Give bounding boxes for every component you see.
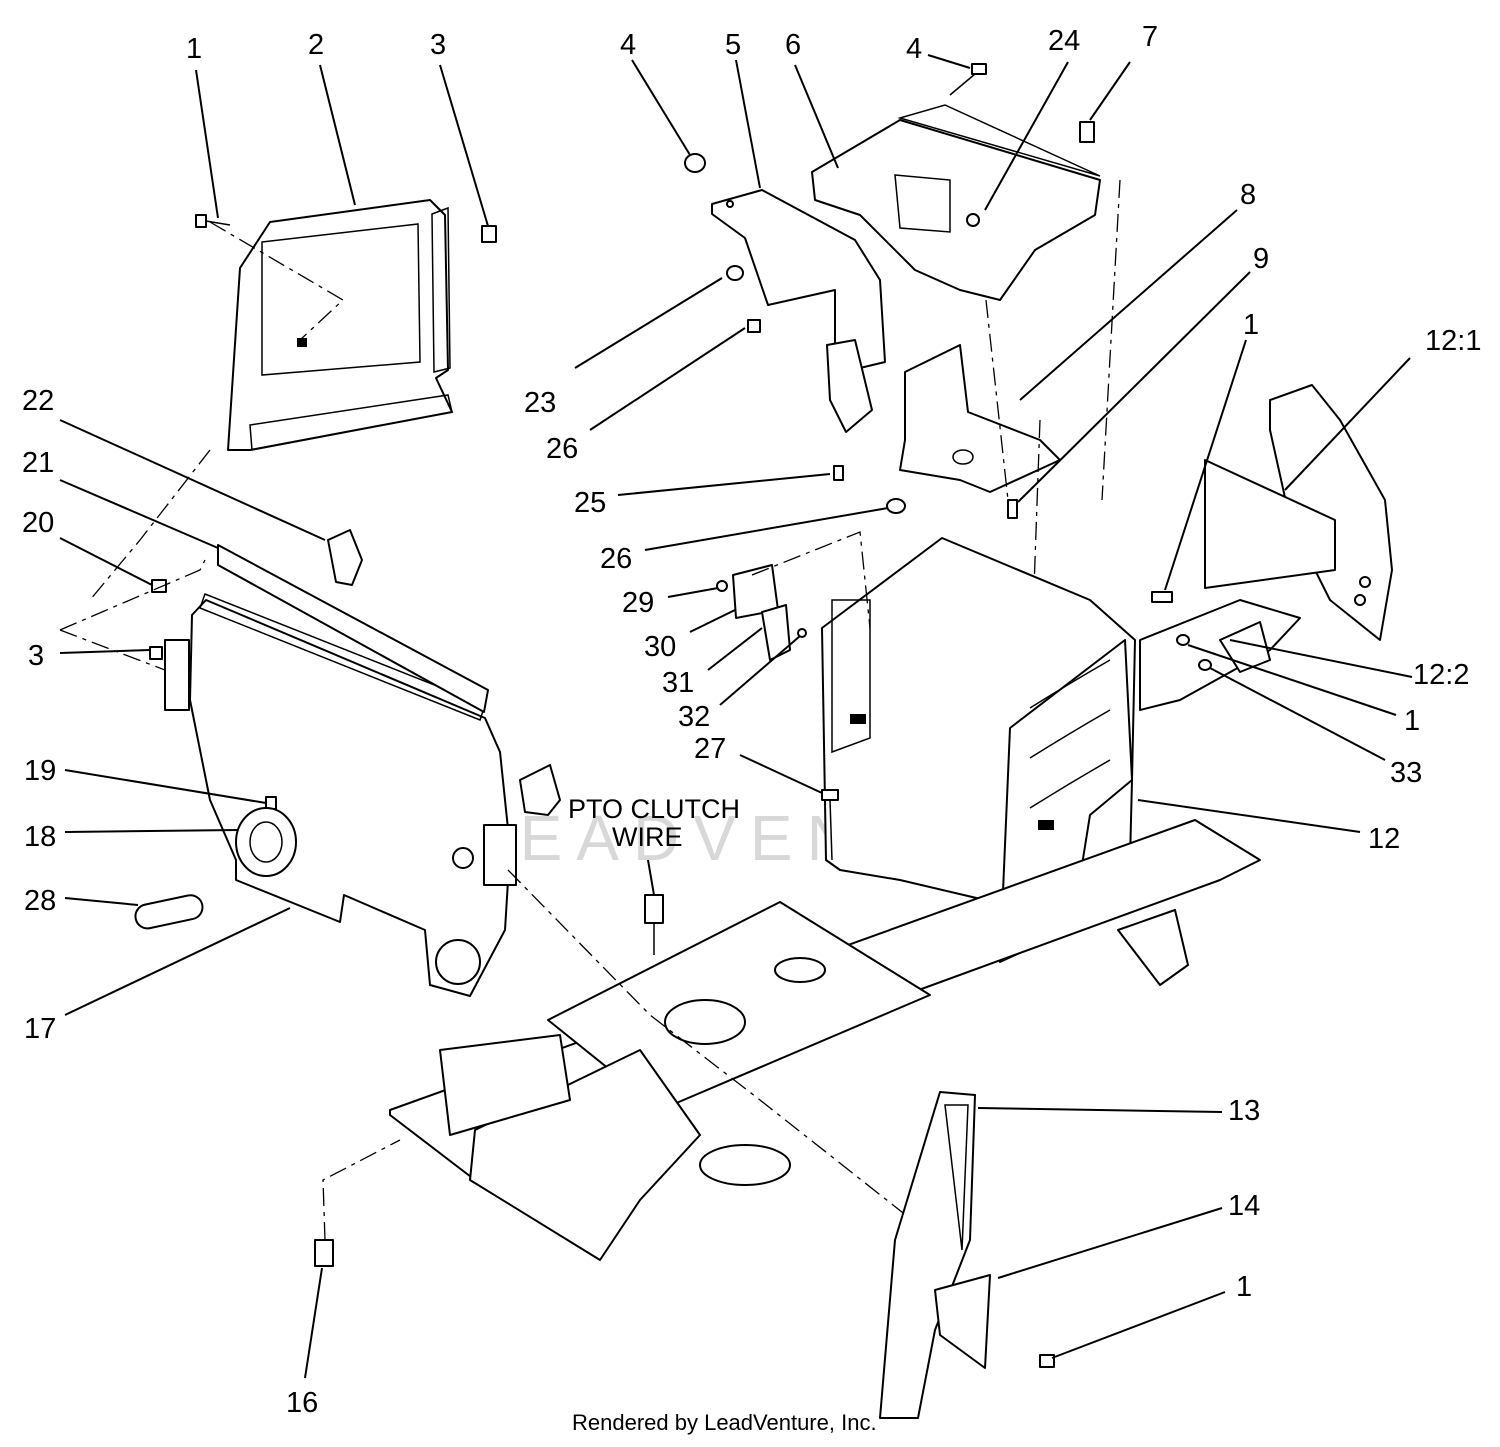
nut-icon xyxy=(797,628,807,638)
bracket-part-30 xyxy=(732,564,791,661)
callout-31: 31 xyxy=(662,667,694,699)
trim-part-14 xyxy=(934,1274,991,1369)
callout-20: 20 xyxy=(22,507,54,539)
callout-29: 29 xyxy=(622,587,654,619)
callout-5: 5 xyxy=(725,29,741,61)
callout-23: 23 xyxy=(524,387,556,419)
bolt-icon xyxy=(949,63,987,96)
callout-14: 14 xyxy=(1228,1190,1260,1222)
callout-32: 32 xyxy=(678,701,710,733)
callout-25: 25 xyxy=(574,487,606,519)
callout-12-2: 12:2 xyxy=(1413,659,1469,691)
pto-connector-icon xyxy=(644,894,664,924)
pto-clutch-wire-label: PTO CLUTCH xyxy=(568,794,740,824)
spacer-icon xyxy=(747,319,761,333)
callout-3: 3 xyxy=(28,640,44,672)
latch-icon xyxy=(327,529,561,816)
decal-icon xyxy=(297,338,307,347)
screw-icon xyxy=(1007,499,1018,519)
rear-bracket-part-12-1 xyxy=(1204,384,1393,641)
callout-1: 1 xyxy=(186,33,202,65)
callout-21: 21 xyxy=(22,447,54,479)
fuel-gauge-icon xyxy=(235,807,297,877)
callout-3: 3 xyxy=(430,29,446,61)
callout-6: 6 xyxy=(785,29,801,61)
callout-33: 33 xyxy=(1390,757,1422,789)
nut-icon xyxy=(716,580,728,592)
bracket-part-8 xyxy=(899,344,1061,493)
callout-30: 30 xyxy=(644,631,676,663)
bracket-part-5 xyxy=(711,189,886,433)
callout-9: 9 xyxy=(1253,243,1269,275)
callout-28: 28 xyxy=(24,885,56,917)
decal-icon xyxy=(850,714,866,724)
callout-labels: 1 2 3 4 5 6 4 24 7 8 9 1 12:1 22 21 20 3… xyxy=(22,21,1481,1419)
callout-26: 26 xyxy=(546,433,578,465)
callout-4: 4 xyxy=(906,33,922,65)
callout-18: 18 xyxy=(24,821,56,853)
callout-1: 1 xyxy=(1243,309,1259,341)
callout-17: 17 xyxy=(24,1013,56,1045)
callout-16: 16 xyxy=(286,1387,318,1419)
nut-icon xyxy=(726,265,744,281)
side-panel-part-17 xyxy=(164,593,517,997)
seat-bracket-part-6 xyxy=(811,104,1101,301)
callout-19: 19 xyxy=(24,755,56,787)
callout-1: 1 xyxy=(1236,1271,1252,1303)
nut-icon xyxy=(886,498,906,514)
nut-icon xyxy=(1198,659,1212,671)
callout-26: 26 xyxy=(600,543,632,575)
credit-text: Rendered by LeadVenture, Inc. xyxy=(572,1410,877,1435)
chassis-frame xyxy=(389,819,1261,1261)
screw-icon xyxy=(833,465,844,481)
callout-12: 12 xyxy=(1368,823,1400,855)
callout-12-1: 12:1 xyxy=(1425,325,1481,357)
rail-part-21 xyxy=(217,544,489,713)
decal-icon xyxy=(1038,820,1054,830)
callout-22: 22 xyxy=(22,385,54,417)
screw-icon xyxy=(1039,1354,1055,1368)
bolt-icon xyxy=(821,789,839,861)
callout-13: 13 xyxy=(1228,1095,1260,1127)
pto-clutch-wire-label-line2: WIRE xyxy=(612,822,683,852)
clip-nut-icon xyxy=(1079,121,1095,143)
cap-icon xyxy=(684,153,706,173)
side-panel-part-13 xyxy=(879,1091,976,1419)
screw-icon xyxy=(195,214,231,228)
clip-nut-icon xyxy=(149,646,163,660)
clip-nut-icon xyxy=(481,225,497,243)
callout-7: 7 xyxy=(1142,21,1158,53)
callout-2: 2 xyxy=(308,29,324,61)
leader-lines xyxy=(59,54,1413,1379)
callout-24: 24 xyxy=(1048,25,1080,57)
callout-1: 1 xyxy=(1404,705,1420,737)
callout-27: 27 xyxy=(694,733,726,765)
hose-icon xyxy=(134,894,204,930)
callout-4: 4 xyxy=(620,29,636,61)
bolt-icon xyxy=(1151,591,1173,603)
panel-part-2 xyxy=(227,199,453,451)
wire-clip-icon xyxy=(314,1239,334,1267)
callout-8: 8 xyxy=(1240,179,1256,211)
nut-icon xyxy=(1176,634,1190,646)
